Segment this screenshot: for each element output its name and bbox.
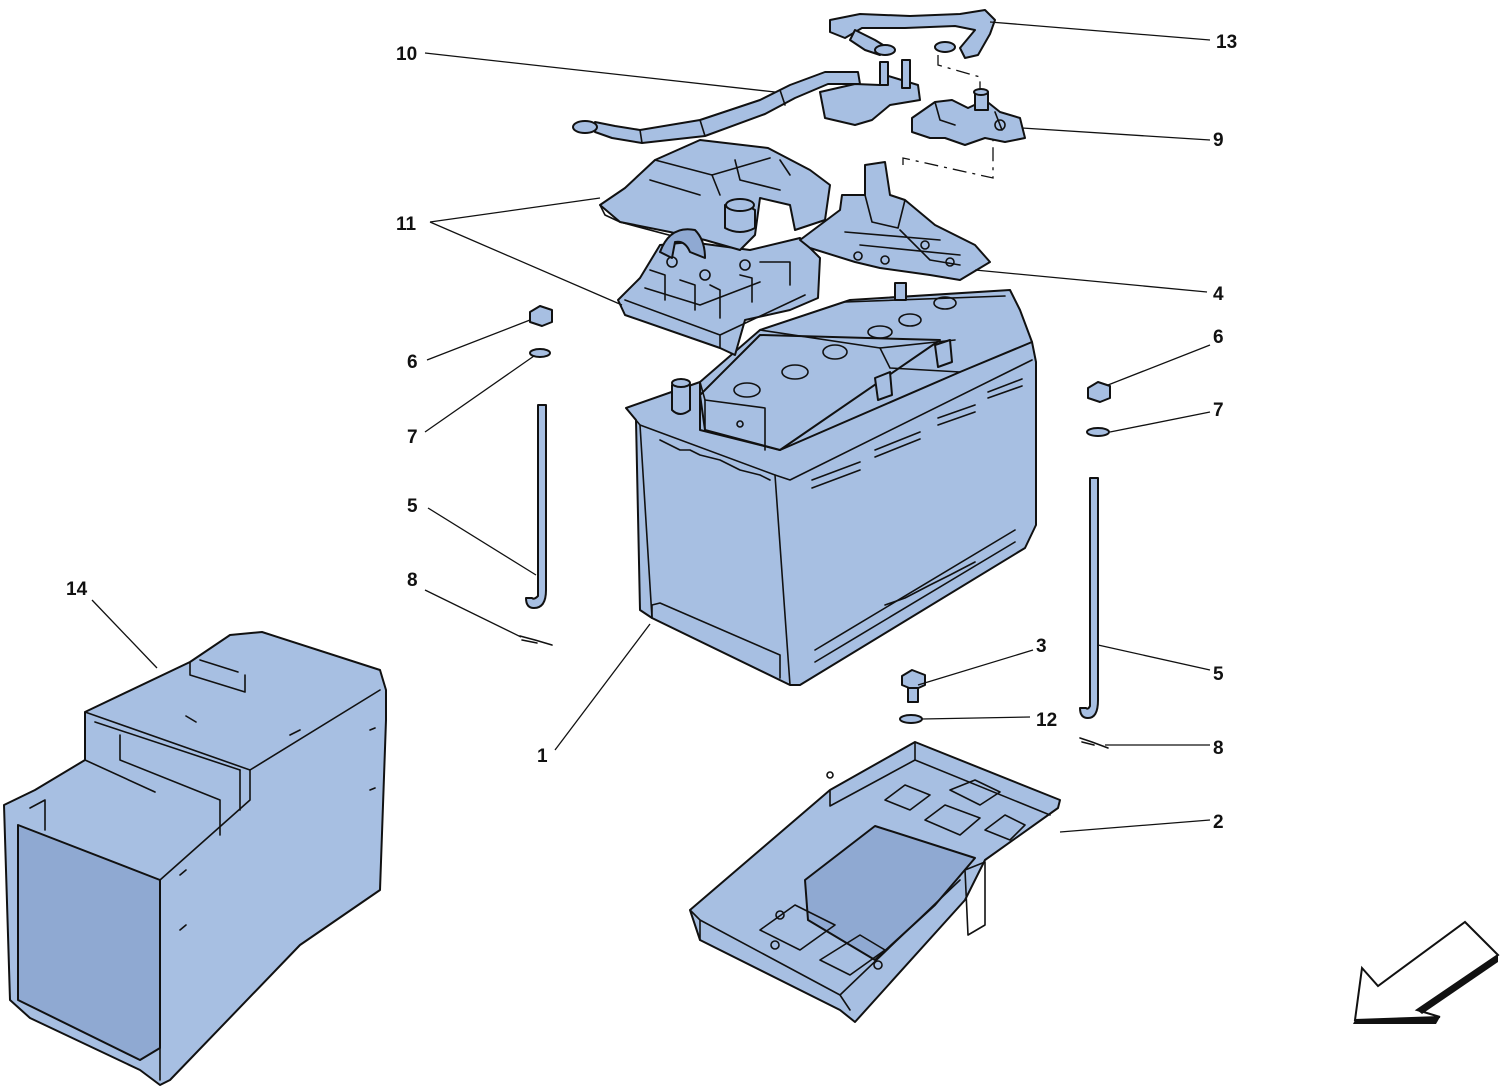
callout-2: 2 (1213, 812, 1224, 833)
clip-right (1079, 737, 1109, 749)
leader-lines (91, 21, 1211, 833)
callout-5-left: 5 (407, 496, 418, 517)
callout-4: 4 (1213, 284, 1224, 305)
callout-1: 1 (537, 746, 548, 767)
nut-left (529, 305, 553, 327)
rod-left (525, 404, 547, 609)
nut-right (1087, 381, 1111, 403)
assembly-line-13 (937, 55, 981, 90)
callout-11: 11 (396, 214, 417, 235)
callout-3: 3 (1036, 636, 1047, 657)
callout-10: 10 (396, 44, 417, 65)
callout-7-left: 7 (407, 427, 418, 448)
washer-right (1086, 427, 1110, 437)
battery (625, 289, 1037, 686)
callout-8-left: 8 (407, 570, 418, 591)
positive-cable (572, 59, 921, 144)
fuse-box-cover (599, 139, 831, 259)
bolt (901, 669, 926, 703)
callout-8-right: 8 (1213, 738, 1224, 759)
callout-6-right: 6 (1213, 327, 1224, 348)
washer-center (899, 714, 923, 724)
battery-clamp-sensor (911, 88, 1026, 146)
terminal-bracket (799, 161, 991, 301)
ground-cable (829, 9, 996, 59)
callout-13: 13 (1216, 32, 1237, 53)
battery-cover-box (3, 631, 387, 1086)
callout-9: 9 (1213, 130, 1224, 151)
clip-left (519, 635, 553, 646)
washer-left (529, 348, 551, 358)
callout-labels: 1 2 3 4 5 5 6 6 7 7 8 8 9 10 11 12 13 14 (66, 32, 1237, 833)
callout-12: 12 (1036, 710, 1057, 731)
rod-right (1079, 477, 1099, 719)
callout-7-right: 7 (1213, 400, 1224, 421)
arrow-down-left-icon (1353, 920, 1500, 1024)
callout-6-left: 6 (407, 352, 418, 373)
callout-5-right: 5 (1213, 664, 1224, 685)
callout-14: 14 (66, 579, 88, 600)
assembly-line-9 (902, 140, 994, 179)
battery-tray (689, 741, 1061, 1023)
